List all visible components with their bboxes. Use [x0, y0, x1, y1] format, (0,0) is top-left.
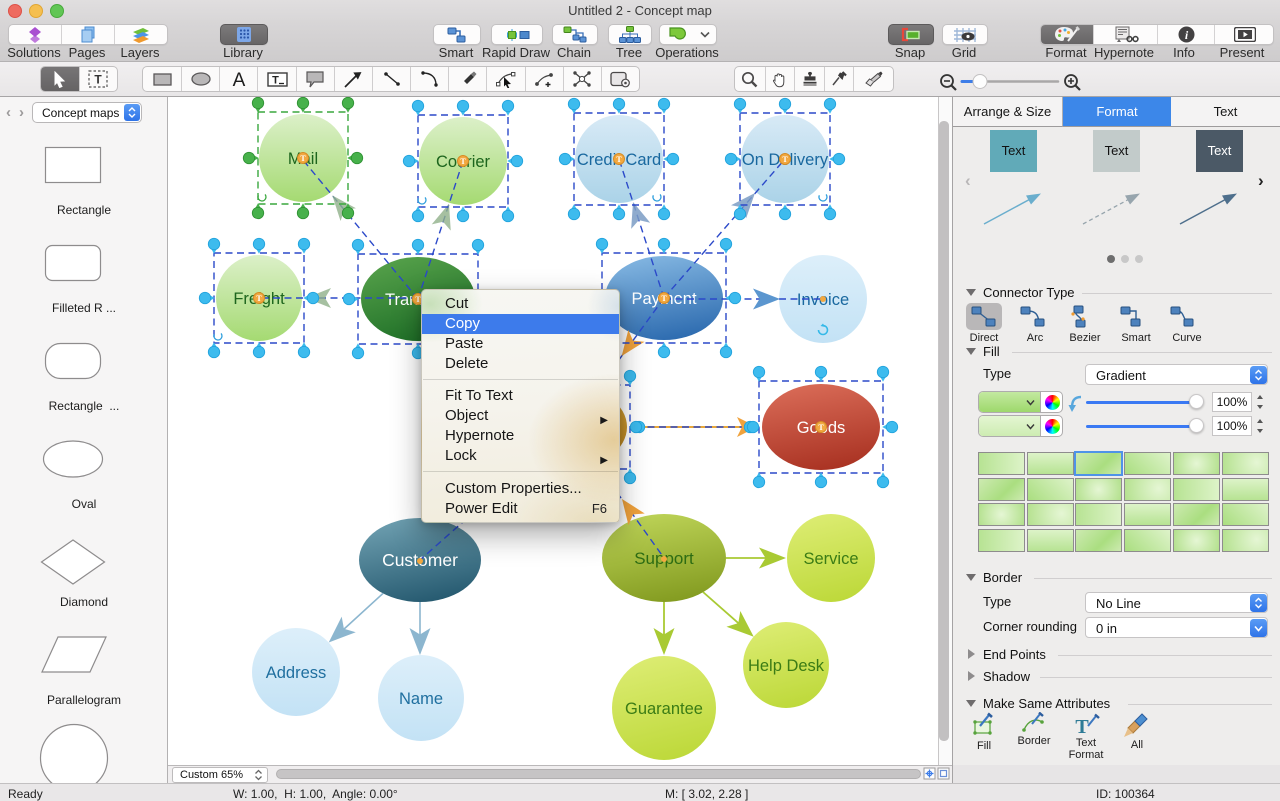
svg-text:T: T	[661, 294, 667, 303]
svg-text:T: T	[256, 294, 262, 303]
svg-text:i: i	[1184, 28, 1188, 42]
svg-text:T: T	[300, 154, 306, 163]
svg-text:Address: Address	[266, 664, 327, 682]
svg-text:Name: Name	[399, 690, 443, 708]
svg-text:Help Desk: Help Desk	[748, 657, 825, 675]
svg-text:Guarantee: Guarantee	[625, 700, 703, 718]
svg-text:T: T	[415, 295, 421, 304]
svg-text:T: T	[95, 73, 103, 87]
svg-text:T: T	[1075, 716, 1089, 738]
svg-text:T: T	[782, 155, 788, 164]
svg-text:T: T	[272, 74, 279, 86]
svg-text:T: T	[818, 423, 824, 432]
svg-text:A: A	[233, 71, 246, 88]
svg-text:T: T	[616, 155, 622, 164]
svg-text:Service: Service	[803, 550, 858, 568]
svg-text:T: T	[460, 157, 466, 166]
